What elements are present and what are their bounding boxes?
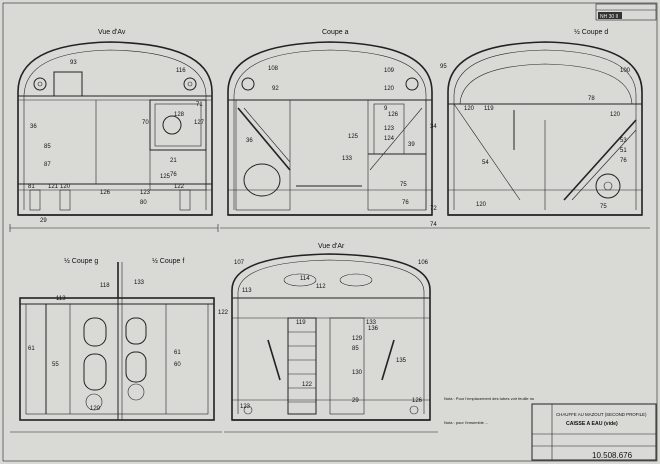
view-coupe-d: ½ Coupe d [440, 28, 650, 229]
coupe-g-title: ½ Coupe g [64, 257, 98, 265]
dimension-label: 123 [384, 126, 395, 132]
coupe-f-title: ½ Coupe f [152, 257, 184, 265]
dimension-label: 71 [196, 102, 203, 108]
dimension-label: 61 [28, 346, 35, 352]
dimension-label: 128 [174, 112, 185, 118]
dimension-label: 36 [246, 138, 253, 144]
dimension-label: 39 [408, 142, 415, 148]
dimension-label: 78 [588, 96, 595, 102]
dimension-label: 85 [352, 346, 359, 352]
title-block: CHAUFFE AU MAZOUT (SECOND PROFILE) CAISS… [531, 403, 657, 461]
dimension-label: 126 [412, 398, 423, 404]
coupe-d-title: ½ Coupe d [574, 28, 608, 36]
dimension-label: 53 [620, 138, 627, 144]
dimension-label: 51 [620, 148, 627, 154]
dimension-label: 125 [160, 174, 171, 180]
corner-reference-text: NH 30 II [600, 14, 618, 20]
dimension-label: 34 [430, 124, 437, 130]
dimension-label: 80 [140, 200, 147, 206]
dimension-label: 76 [402, 200, 409, 206]
dimension-label: 95 [440, 64, 447, 70]
dimension-label: 114 [300, 276, 310, 282]
dimension-label: 120 [90, 406, 101, 412]
dimension-label: 93 [70, 60, 77, 66]
dimension-label: 106 [418, 260, 429, 266]
vue-ar-title: Vue d'Ar [318, 243, 345, 250]
dimension-label: 92 [272, 86, 279, 92]
coupe-a-title: Coupe a [322, 29, 349, 36]
dimension-label: 123 [140, 190, 151, 196]
dimension-label: 100 [620, 68, 631, 74]
dimension-label: 116 [176, 68, 186, 74]
dimension-label: 120 [610, 112, 621, 118]
dimension-label: 122 [302, 382, 313, 388]
dimension-label: 133 [342, 156, 353, 162]
dimension-label: 122 [174, 184, 185, 190]
view-vue-av: Vue d'Av [9, 29, 219, 232]
dimension-label: 135 [396, 358, 407, 364]
dimension-label: 124 [384, 136, 395, 142]
dimension-label: 55 [52, 362, 59, 368]
dimension-label: 126 [100, 190, 111, 196]
dimension-label: 113 [242, 288, 252, 294]
dimension-label: 136 [368, 326, 379, 332]
dimension-label: 108 [268, 66, 279, 72]
dimension-label: 120 [60, 184, 71, 190]
notes-block: Nota : Pour l'emplacement des tubes voir… [444, 396, 535, 425]
dimension-label: 130 [352, 370, 363, 376]
title-line-2: CAISSE A EAU (vide) [566, 421, 618, 427]
dimension-label: 129 [352, 336, 363, 342]
dimension-label: 76 [170, 172, 177, 178]
dimension-label: 72 [430, 206, 437, 212]
view-coupe-a: Coupe a [220, 29, 440, 229]
note-1: Nota : Pour l'emplacement des tubes voir… [444, 396, 535, 401]
corner-reference-box: NH 30 II [595, 3, 657, 21]
title-line-1: CHAUFFE AU MAZOUT (SECOND PROFILE) [556, 412, 647, 417]
dimension-label: 70 [142, 120, 149, 126]
view-coupe-g-f: ½ Coupe g ½ Coupe f [10, 257, 222, 433]
dimension-label: 75 [400, 182, 407, 188]
vue-av-title: Vue d'Av [98, 29, 126, 36]
dimension-label: 109 [384, 68, 395, 74]
dimension-label: 75 [600, 204, 607, 210]
dimension-label: 85 [44, 144, 51, 150]
dimension-label: 127 [194, 120, 205, 126]
dimension-label: 120 [464, 106, 475, 112]
dimension-label: 29 [352, 398, 359, 404]
dimension-label: 120 [384, 86, 395, 92]
dimension-label: 21 [170, 158, 177, 164]
view-vue-ar: Vue d'Ar [224, 243, 438, 433]
dimension-label: 61 [174, 350, 181, 356]
dimension-label: 29 [40, 218, 47, 224]
dimension-label: 122 [218, 310, 229, 316]
dimension-label: 76 [620, 158, 627, 164]
drawing-number: 10.508.676 [592, 451, 633, 460]
dimension-label: 9 [384, 106, 388, 112]
dimension-label: 119 [484, 106, 494, 112]
dimension-label: 87 [44, 162, 51, 168]
dimension-label: 113 [56, 296, 66, 302]
dimension-label: 120 [476, 202, 487, 208]
dimension-label: 123 [240, 404, 251, 410]
dimension-label: 133 [134, 280, 145, 286]
dimension-label: 118 [100, 283, 110, 289]
dimension-label: 133 [366, 320, 377, 326]
dimension-label: 121 [48, 184, 59, 190]
dimension-label: 126 [388, 112, 399, 118]
dimension-label: 119 [296, 320, 306, 326]
dimension-label: 81 [28, 184, 35, 190]
note-2: Nota : pour l'ensemble ... [444, 420, 488, 425]
dimension-label: 112 [316, 284, 326, 290]
dimension-label: 74 [430, 222, 437, 228]
dimension-label: 125 [348, 134, 359, 140]
dimension-label: 54 [482, 160, 489, 166]
dimension-label: 60 [174, 362, 181, 368]
dimension-label: 36 [30, 124, 37, 130]
dimension-label: 107 [234, 260, 245, 266]
